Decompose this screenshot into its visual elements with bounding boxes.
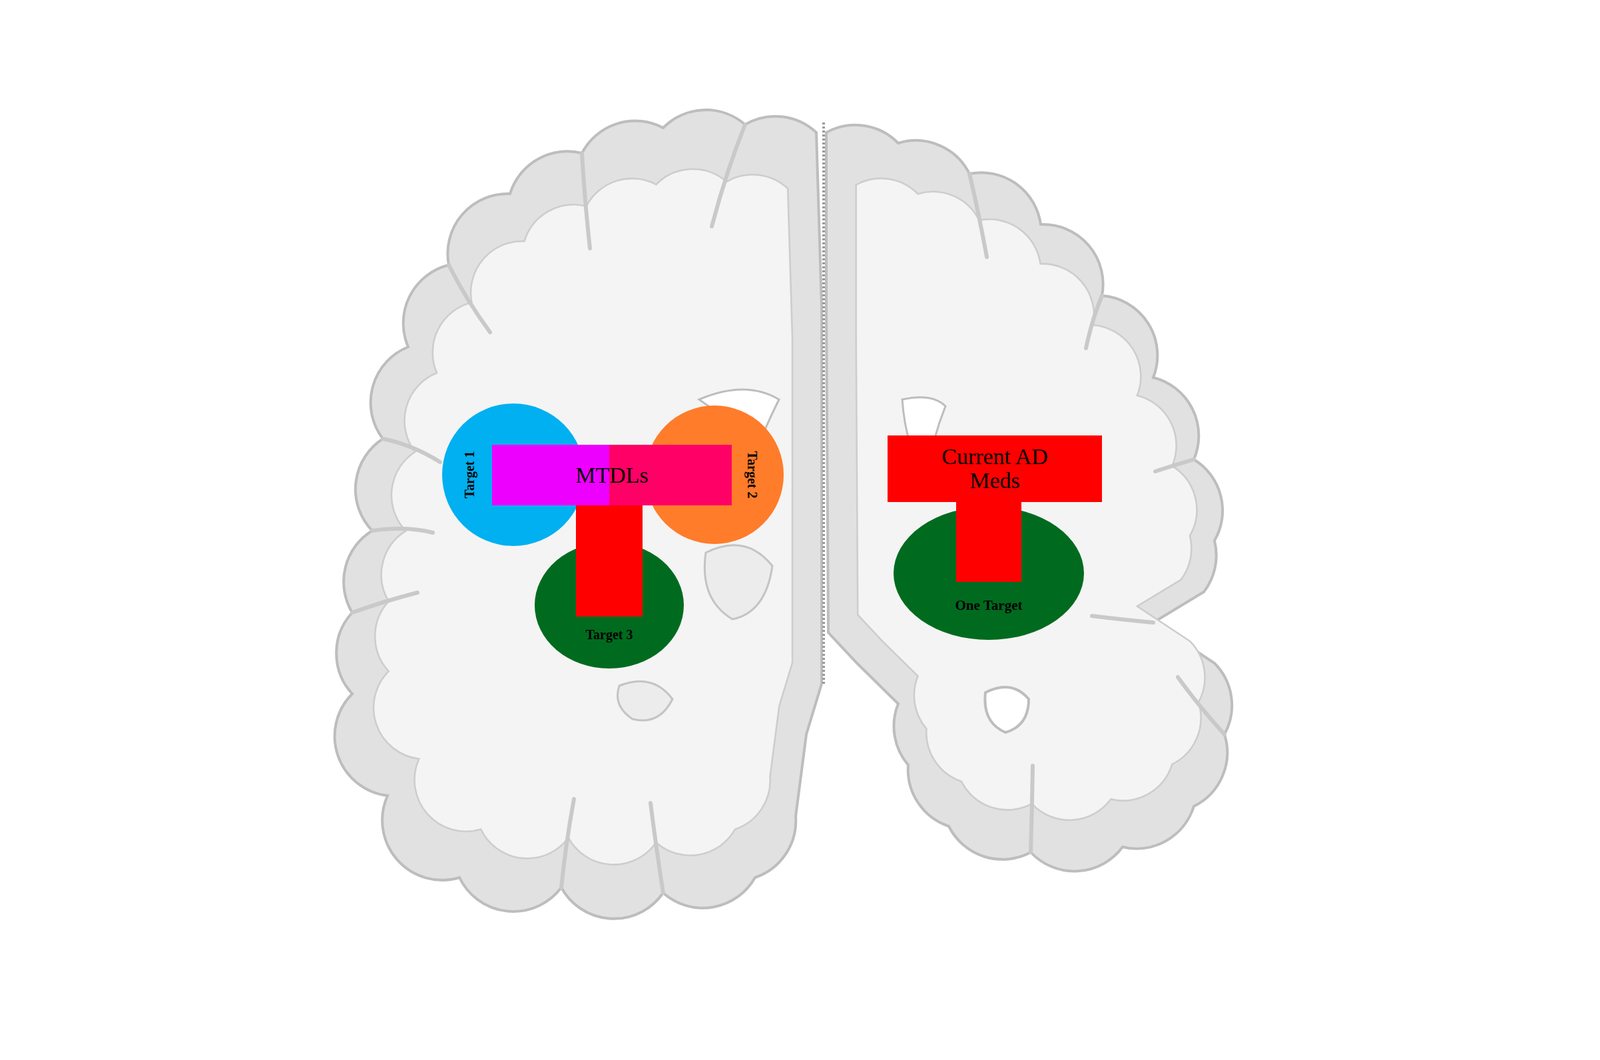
target-ellipse: One Target <box>893 506 1084 640</box>
left-cortex <box>334 109 822 919</box>
left-hemisphere <box>334 109 822 919</box>
node-label: Target 1 <box>462 451 477 499</box>
left-basal-structure <box>704 545 773 620</box>
midline <box>822 122 825 686</box>
node-outline <box>893 506 1084 640</box>
node-label: Target 2 <box>745 451 760 499</box>
left-hippocampus <box>617 681 674 721</box>
node-label: One Target <box>955 597 1023 613</box>
node-outline <box>534 541 684 669</box>
node-fill <box>534 541 684 669</box>
right-hemisphere <box>826 125 1232 872</box>
node-label: MTDLs <box>575 463 649 488</box>
node-label: Target 3 <box>585 627 634 642</box>
right-cortex <box>826 125 1232 872</box>
node-fill <box>645 405 784 544</box>
left-white-matter <box>373 169 793 865</box>
node-fill <box>893 506 1084 640</box>
target-ellipse: Target 3 <box>534 541 684 669</box>
node-label: Current AD Meds <box>924 444 1065 493</box>
right-hippocampus <box>984 687 1029 733</box>
drug-bar: Current AD Meds <box>887 435 1102 503</box>
drug-bar: MTDLs <box>492 444 732 506</box>
right-white-matter <box>856 178 1206 821</box>
